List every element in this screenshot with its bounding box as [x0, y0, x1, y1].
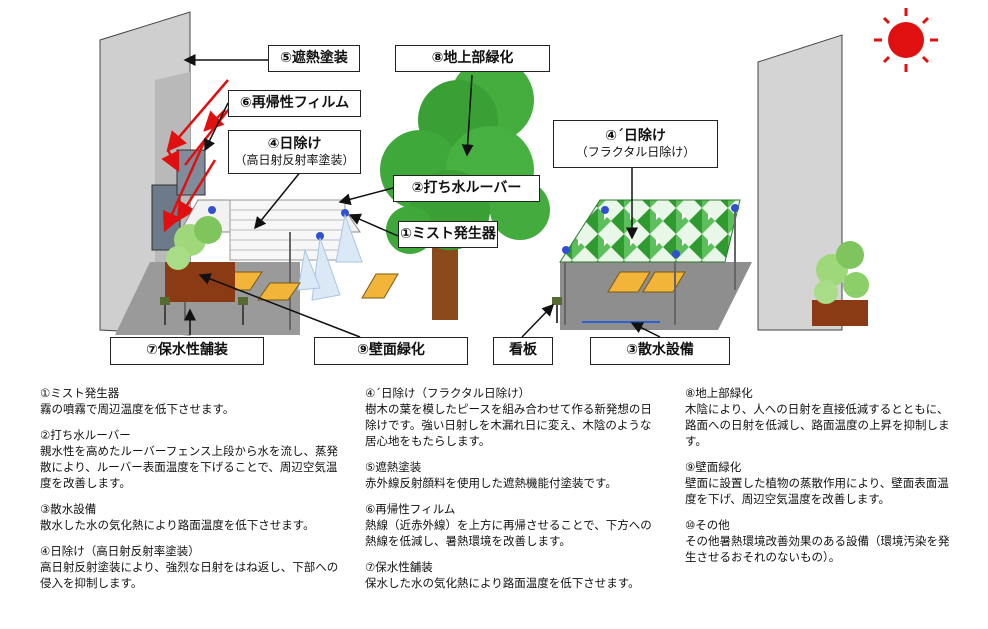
sprinkler-ground — [560, 262, 752, 330]
description-column-2: ④´日除け（フラクタル日除け）樹木の葉を模したピースを組み合わせて作る新発想の日… — [365, 385, 660, 591]
label-shade-title: ④日除け — [267, 135, 322, 152]
fractal-shade — [559, 199, 741, 325]
sun-icon — [874, 8, 938, 72]
desc-film: ⑥再帰性フィルム熱線（近赤外線）を上方に再帰させることで、下方への熱線を低減し、… — [365, 502, 652, 548]
wall-greenery-right — [812, 241, 869, 326]
description-column-1: ①ミスト発生器霧の噴霧で周辺温度を低下させます。 ②打ち水ルーバー親水性を高めた… — [40, 385, 340, 591]
label-louver: ②打ち水ルーバー — [393, 175, 540, 202]
desc-other: ⑩その他その他暑熱環境改善効果のある設備（環境汚染を発生させるおそれのないもの）… — [685, 518, 950, 564]
label-shade-sub: （高日射反射率塗装） — [234, 153, 355, 168]
label-mist: ①ミスト発生器 — [398, 221, 498, 248]
description-column-3: ⑧地上部緑化木陰により、人への日射を直接低減するとともに、路面への日射を低減し、… — [685, 385, 955, 565]
mist-sprays — [297, 213, 363, 301]
desc-louver: ②打ち水ルーバー親水性を高めたルーバーフェンス上段から水を流し、蒸発散により、ル… — [40, 428, 338, 490]
desc-fractal: ④´日除け（フラクタル日除け）樹木の葉を模したピースを組み合わせて作る新発想の日… — [365, 386, 652, 448]
label-wall: ⑨壁面緑化 — [314, 337, 468, 365]
label-fractal-sub: （フラクタル日除け） — [575, 145, 696, 160]
desc-paving: ⑦保水性舗装保水した水の気化熱により路面温度を低下させます。 — [365, 560, 640, 590]
right-building — [757, 34, 843, 331]
desc-sprinkler: ③散水設備散水した水の気化熱により路面温度を低下させます。 — [40, 502, 315, 532]
desc-coating: ⑤遮熱塗装赤外線反射顔料を使用した遮熱機能付塗装です。 — [365, 460, 617, 490]
desc-greening: ⑧地上部緑化木陰により、人への日射を直接低減するとともに、路面への日射を低減し、… — [685, 386, 950, 448]
label-coating: ⑤遮熱塗装 — [268, 45, 360, 72]
label-greening: ⑧地上部緑化 — [395, 45, 550, 72]
label-sign: 看板 — [493, 337, 553, 365]
label-film: ⑥再帰性フィルム — [228, 90, 361, 117]
leader-arrows — [183, 54, 661, 338]
label-fractal-title: ④´日除け — [605, 127, 666, 144]
label-sprinkler: ③散水設備 — [590, 337, 730, 365]
label-fractal: ④´日除け （フラクタル日除け） — [553, 120, 718, 168]
desc-shade: ④日除け（高日射反射率塗装）高日射反射塗装により、強烈な日射をはね返し、下部への… — [40, 544, 339, 590]
desc-wall: ⑨壁面緑化壁面に設置した植物の蒸散作用により、壁面表面温度を下げ、周辺空気温度を… — [685, 460, 949, 506]
desc-mist: ①ミスト発生器霧の噴霧で周辺温度を低下させます。 — [40, 386, 235, 416]
label-shade: ④日除け （高日射反射率塗装） — [228, 130, 361, 174]
label-paving: ⑦保水性舗装 — [110, 337, 264, 365]
sign-posts — [160, 297, 562, 325]
